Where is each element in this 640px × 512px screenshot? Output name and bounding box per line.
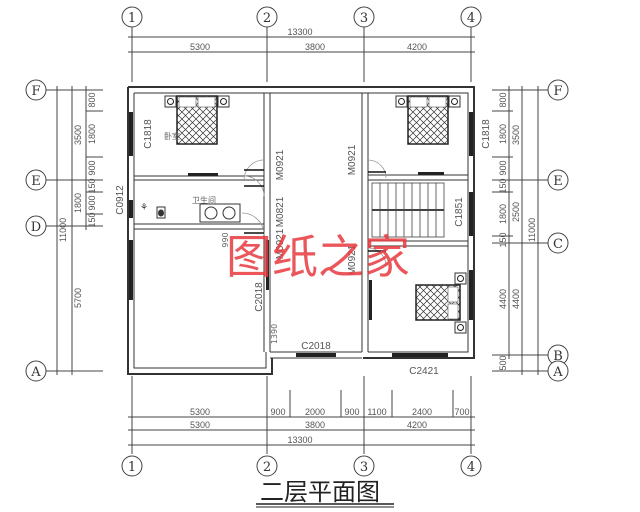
label-c0912: C0912 [115, 185, 126, 215]
top-total-dim: 13300 [287, 27, 312, 37]
bathroom-fixtures: ⚘ [140, 202, 241, 223]
axis-1-bottom: 1 [128, 460, 136, 475]
axis-E-left: E [31, 174, 41, 189]
bottom-dim-700: 700 [454, 407, 469, 417]
axis-F-right: F [553, 84, 562, 99]
bottom-dim-3-4: 4200 [407, 420, 427, 430]
top-dim-2-3: 3800 [305, 42, 325, 52]
left-dim-800: 800 [87, 92, 97, 107]
label-c2018-bottom: C2018 [301, 341, 331, 352]
bottom-dim-2-3: 3800 [305, 420, 325, 430]
left-dim-1800: 1800 [87, 124, 97, 144]
left-dim-5700: 5700 [73, 288, 83, 308]
windows [129, 112, 473, 357]
bathroom-label: 卫生间 [192, 195, 216, 205]
doors [241, 159, 387, 267]
right-dim-150b: 150 [498, 232, 508, 247]
right-dim-1800a: 1800 [498, 124, 508, 144]
top-dim-1-2: 5300 [190, 42, 210, 52]
left-dim-1800-mid: 1800 [73, 193, 83, 213]
right-dim-800: 800 [498, 92, 508, 107]
right-dim-2500: 2500 [511, 202, 521, 222]
left-dim-150b: 150 [87, 212, 97, 227]
bed-bedroom-3 [415, 272, 467, 334]
bottom-dim-900b: 900 [344, 407, 359, 417]
label-c1818-left: C1818 [143, 119, 154, 149]
label-c1818-right: C1818 [481, 119, 492, 149]
axis-4-top: 4 [467, 11, 475, 26]
label-c2018-left: C2018 [254, 282, 265, 312]
left-dim-900a: 900 [87, 160, 97, 175]
right-dim-3500: 3500 [511, 125, 521, 145]
right-dim-4400b: 4400 [511, 289, 521, 309]
bottom-total-dim: 13300 [287, 435, 312, 445]
label-990: 990 [221, 232, 230, 247]
axis-4-bottom: 4 [467, 460, 475, 475]
axis-3-bottom: 3 [360, 460, 368, 475]
axis-A-left: A [30, 365, 41, 380]
bottom-dim-900a: 900 [270, 407, 285, 417]
staircase [371, 182, 445, 238]
right-dim-150a: 150 [498, 178, 508, 193]
bed-bedroom-2 [395, 95, 461, 145]
left-dim-3500: 3500 [73, 125, 83, 145]
top-dim-3-4: 4200 [407, 42, 427, 52]
axis-A-right: A [552, 365, 563, 380]
label-m0821: M0821 [275, 196, 286, 227]
axis-D-left: D [31, 220, 41, 235]
axis-2-top: 2 [263, 11, 271, 26]
label-m0921-d: M0921 [347, 244, 358, 275]
left-dim-900b: 900 [87, 195, 97, 210]
axis-2-bottom: 2 [263, 460, 271, 475]
label-c1851: C1851 [454, 197, 465, 227]
bottom-axis-bubbles: 1 2 3 4 [121, 455, 482, 477]
right-dim-500: 500 [498, 355, 508, 370]
axis-B-right: B [553, 349, 563, 364]
right-axis-bubbles: F E C B A [547, 79, 569, 382]
right-dim-1800b: 1800 [498, 204, 508, 224]
bedroom-label: 卧室 [164, 131, 180, 141]
top-axis-bubbles: 1 2 3 4 [121, 6, 482, 28]
bottom-dim-5300-detail: 5300 [190, 407, 210, 417]
axis-3-top: 3 [360, 11, 368, 26]
drawing-title: 二层平面图 [260, 478, 380, 506]
left-dim-11000: 11000 [58, 218, 68, 242]
label-m0921-b: M0921 [275, 228, 286, 259]
right-dim-11000: 11000 [527, 218, 537, 242]
left-dim-150a: 150 [87, 178, 97, 193]
axis-1-top: 1 [128, 11, 136, 26]
label-1390: 1390 [270, 324, 279, 344]
watermark-text: 图纸之家 [226, 230, 410, 284]
left-axis-bubbles: F E D A [25, 79, 47, 382]
bottom-dim-2000: 2000 [305, 407, 325, 417]
bed-bedroom-1 [164, 95, 230, 145]
svg-text:⚘: ⚘ [140, 202, 148, 212]
label-m0921-c: M0921 [347, 144, 358, 175]
axis-F-left: F [31, 84, 40, 99]
label-m0921-a: M0921 [275, 149, 286, 180]
bottom-dim-1100: 1100 [367, 407, 386, 417]
axis-C-right: C [553, 237, 563, 252]
right-dim-900: 900 [498, 160, 508, 175]
axis-E-right: E [553, 174, 563, 189]
bottom-dim-2400: 2400 [412, 407, 432, 417]
label-c2421: C2421 [409, 366, 439, 377]
right-dim-4400a: 4400 [498, 289, 508, 309]
bottom-dim-1-2: 5300 [190, 420, 210, 430]
